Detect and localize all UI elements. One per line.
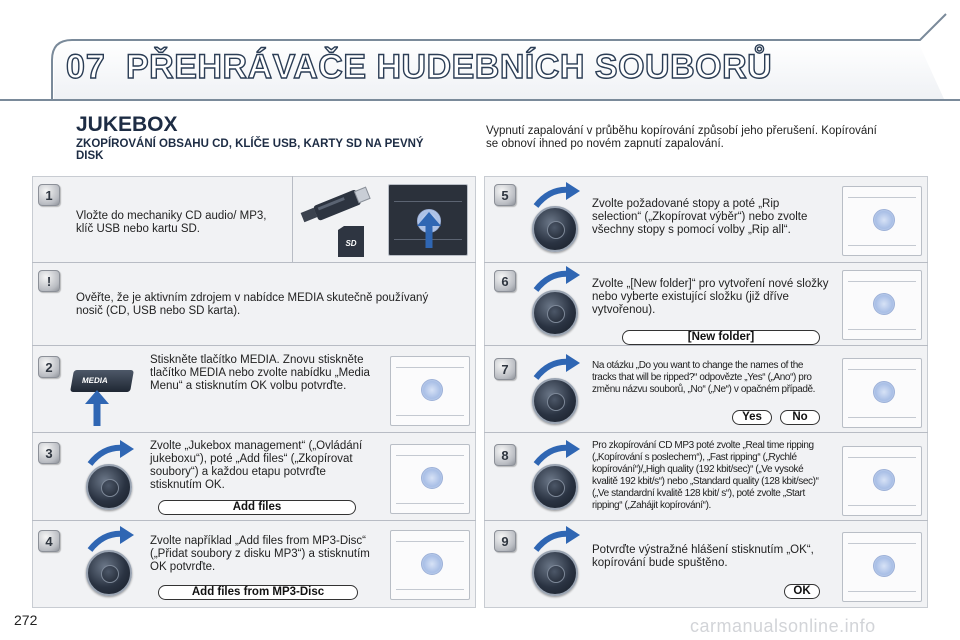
insert-arrow-icon [417, 212, 441, 248]
step-4-badge: 4 [38, 530, 60, 552]
step-3-badge: 3 [38, 442, 60, 464]
step-6-text: Zvolte „[New folder]“ pro vytvoření nové… [592, 278, 829, 316]
sd-card-icon: SD [338, 226, 364, 257]
step-5-badge: 5 [494, 184, 516, 206]
radio-unit-illustration [390, 530, 470, 600]
svg-text:SD: SD [345, 239, 356, 248]
rotary-knob-icon [532, 378, 578, 424]
divider [32, 262, 476, 263]
step-6-badge: 6 [494, 270, 516, 292]
step-1-text: Vložte do mechaniky CD audio/ MP3, klíč … [76, 210, 267, 235]
divider [484, 345, 928, 346]
divider [32, 520, 476, 521]
usb-stick-icon [300, 186, 371, 223]
page-header: 07 PŘEHRÁVAČE HUDEBNÍCH SOUBORŮ [0, 0, 960, 100]
chapter-number: 07 [65, 47, 106, 86]
step-8-text: Pro zkopírování CD MP3 poté zvolte „Real… [592, 440, 819, 511]
divider [484, 520, 928, 521]
rotate-arrow-icon [87, 526, 134, 552]
step-4-text: Zvolte například „Add files from MP3-Dis… [150, 535, 370, 573]
page-number: 272 [14, 612, 38, 628]
rotary-knob-icon [532, 464, 578, 510]
section-title: JUKEBOX [76, 113, 178, 136]
rotate-arrow-icon [533, 526, 580, 552]
step-3-text: Zvolte „Jukebox management“ („Ovládání j… [150, 440, 363, 491]
divider [484, 432, 928, 433]
step-2-badge: 2 [38, 356, 60, 378]
divider [484, 262, 928, 263]
page-title: PŘEHRÁVAČE HUDEBNÍCH SOUBORŮ [125, 47, 773, 86]
step-9-text: Potvrďte výstražné hlášení stisknutím „O… [592, 544, 814, 569]
rotary-knob-icon [86, 464, 132, 510]
rotary-knob-icon [86, 550, 132, 596]
radio-unit-illustration [842, 532, 922, 602]
section-subtitle: ZKOPÍROVÁNÍ OBSAHU CD, KLÍČE USB, KARTY … [76, 138, 424, 162]
ok-label: OK [784, 584, 820, 599]
radio-unit-illustration [390, 444, 470, 514]
radio-unit-illustration [842, 446, 922, 516]
yes-label: Yes [732, 410, 772, 425]
rotate-arrow-icon [533, 266, 580, 292]
header-frame-graphic [51, 13, 947, 99]
divider [32, 345, 476, 346]
add-files-from-mp3-label: Add files from MP3-Disc [158, 585, 358, 600]
radio-unit-illustration [842, 270, 922, 340]
warning-text: Ověřte, že je aktivním zdrojem v nabídce… [76, 292, 429, 317]
add-files-label: Add files [158, 500, 356, 515]
step-7-text: Na otázku „Do you want to change the nam… [592, 360, 816, 395]
radio-unit-illustration [842, 186, 922, 256]
no-label: No [780, 410, 820, 425]
rotate-arrow-icon [87, 440, 134, 466]
press-arrow-icon [85, 390, 109, 426]
rotary-knob-icon [532, 550, 578, 596]
step-7-badge: 7 [494, 358, 516, 380]
rotate-arrow-icon [533, 440, 580, 466]
media-button-label: MEDIA [81, 376, 109, 385]
radio-unit-illustration [842, 358, 922, 428]
warning-badge: ! [38, 270, 60, 292]
step-9-badge: 9 [494, 530, 516, 552]
step-5-text: Zvolte požadované stopy a poté „Rip sele… [592, 198, 808, 236]
intro-panel [64, 105, 928, 171]
divider [32, 432, 476, 433]
header-divider [0, 99, 960, 101]
footer-watermark: carmanualsonline.info [690, 616, 876, 636]
step-8-badge: 8 [494, 444, 516, 466]
rotary-knob-icon [532, 206, 578, 252]
rotate-arrow-icon [533, 354, 580, 380]
step-1-badge: 1 [38, 184, 60, 206]
new-folder-label: [New folder] [622, 330, 820, 345]
radio-unit-illustration [390, 356, 470, 426]
ignition-note: Vypnutí zapalování v průběhu kopírování … [486, 125, 877, 150]
rotary-knob-icon [532, 290, 578, 336]
rotate-arrow-icon [533, 182, 580, 208]
step-2-text: Stiskněte tlačítko MEDIA. Znovu stisknět… [150, 354, 370, 392]
divider [292, 176, 293, 262]
